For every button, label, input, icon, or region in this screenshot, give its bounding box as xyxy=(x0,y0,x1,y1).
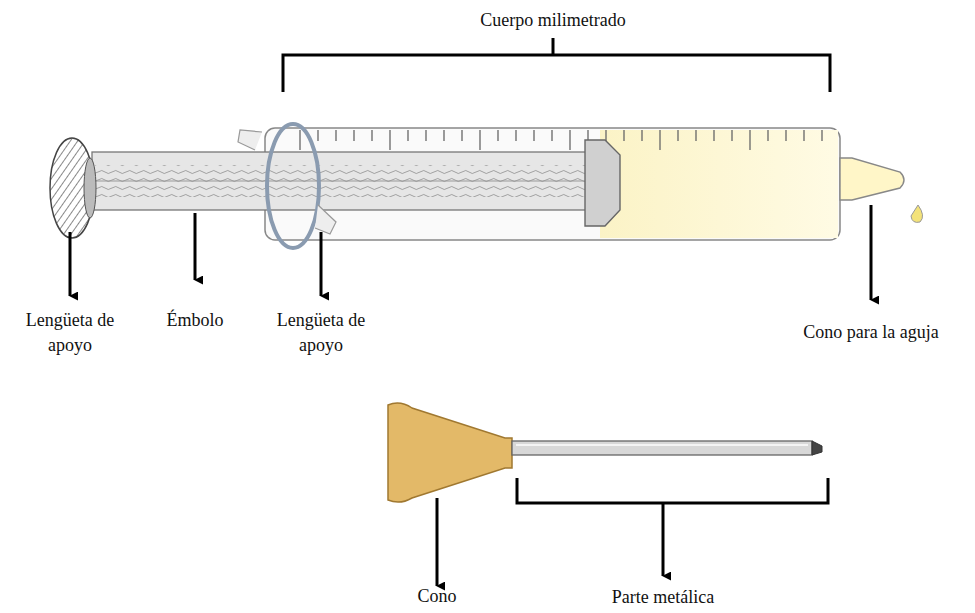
graduation-tick xyxy=(803,130,804,141)
part-label: Émbolo xyxy=(167,308,224,333)
graduation-tick xyxy=(713,130,714,141)
graduation-tick xyxy=(407,130,408,141)
bracket-label: Cuerpo milimetrado xyxy=(480,8,625,33)
graduation-tick xyxy=(551,130,552,141)
needle xyxy=(388,403,822,502)
graduation-tick xyxy=(479,130,480,150)
leader-arrows xyxy=(70,205,871,586)
graduation-tick xyxy=(659,130,660,150)
graduation-tick xyxy=(389,130,390,150)
plunger-rod xyxy=(92,140,620,226)
needle-cone-tip xyxy=(840,158,923,222)
finger-flange xyxy=(238,124,336,248)
graduation-tick xyxy=(785,130,786,141)
graduation-tick xyxy=(371,130,372,141)
graduation-tick xyxy=(605,130,606,141)
bracket-label: Parte metálica xyxy=(612,585,714,610)
graduation-tick xyxy=(569,130,570,150)
graduation-tick xyxy=(497,130,498,141)
graduation-tick xyxy=(335,130,336,141)
body-bracket xyxy=(283,38,830,92)
graduation-tick xyxy=(533,130,534,141)
metal-bracket xyxy=(517,478,828,503)
graduation-tick xyxy=(677,130,678,141)
graduation-tick xyxy=(731,130,732,141)
part-label: Cono para la aguja xyxy=(803,320,938,345)
graduation-tick xyxy=(623,130,624,141)
graduation-tick xyxy=(641,130,642,141)
graduation-tick xyxy=(767,130,768,141)
graduation-tick xyxy=(515,130,516,141)
graduation-tick xyxy=(443,130,444,141)
graduation-tick xyxy=(317,130,318,141)
thumb-flange xyxy=(50,138,96,238)
part-label: Lengüeta de apoyo xyxy=(266,308,376,358)
part-label: Cono xyxy=(417,584,456,609)
graduation-tick xyxy=(695,130,696,141)
graduation-tick xyxy=(425,130,426,141)
graduation-tick xyxy=(353,130,354,141)
graduation-tick xyxy=(821,130,822,141)
graduation-tick xyxy=(461,130,462,141)
graduation-tick xyxy=(299,130,300,150)
graduation-tick xyxy=(749,130,750,150)
part-label: Lengüeta de apoyo xyxy=(15,308,125,358)
